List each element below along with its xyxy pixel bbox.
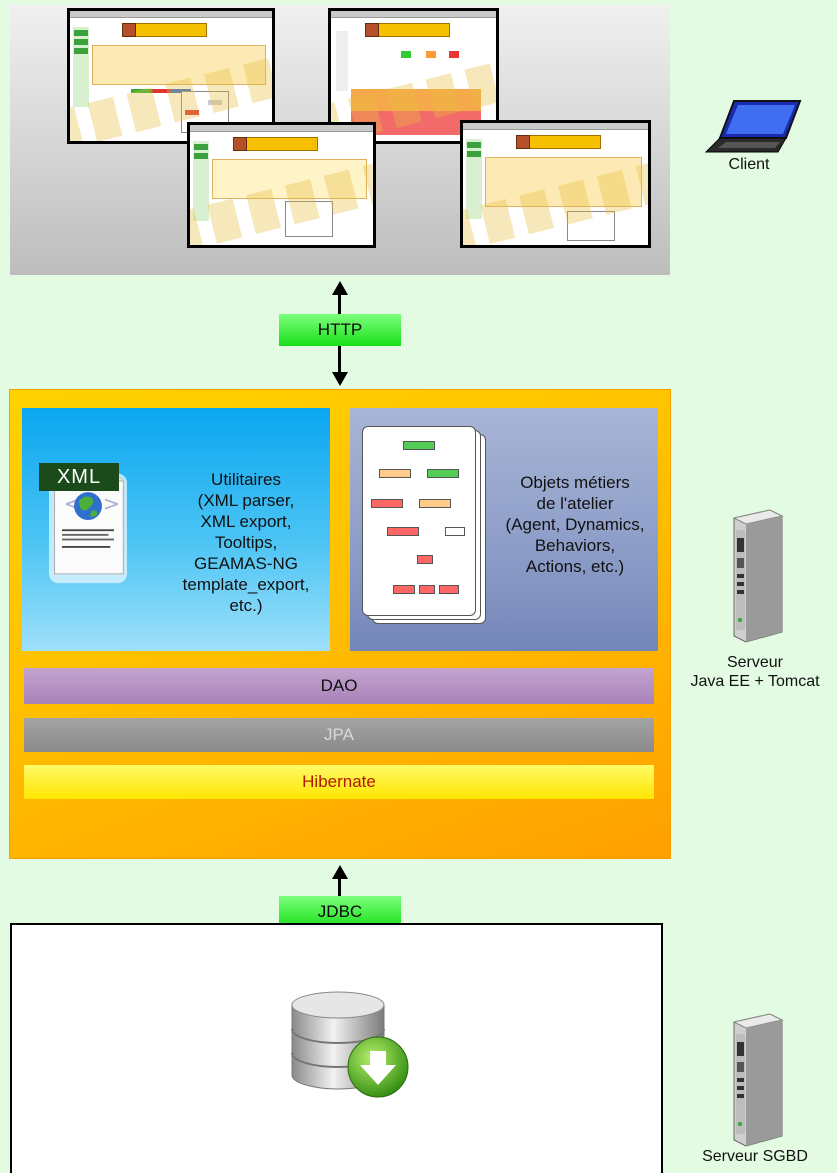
server-tower-icon <box>732 509 784 643</box>
business-objects-box: Objets métiers de l'atelier (Agent, Dyna… <box>350 408 658 651</box>
utilities-line: etc.) <box>229 596 263 615</box>
utilities-box: < > XML Utilitaires (XML parser, XML exp… <box>22 408 330 651</box>
utilities-line: (XML parser, <box>197 491 295 510</box>
app-server-label-line1: Serveur <box>726 654 784 671</box>
db-server-label: Serveur SGBD <box>702 1148 808 1165</box>
utilities-line: template_export, <box>182 575 310 594</box>
app-server-label-line2: Java EE + Tomcat <box>690 673 820 690</box>
client-screenshot-3 <box>187 122 376 248</box>
arrow-up-jdbc <box>332 865 348 879</box>
business-line: Objets métiers <box>520 473 630 492</box>
database-download-icon <box>291 991 409 1098</box>
business-line: Actions, etc.) <box>525 557 625 576</box>
dao-layer: DAO <box>24 668 654 704</box>
business-line: Behaviors, <box>534 536 616 555</box>
model-diagram-icon <box>362 426 488 626</box>
client-screenshot-1 <box>67 8 275 144</box>
jpa-layer: JPA <box>24 718 654 752</box>
jdbc-badge: JDBC <box>279 896 401 928</box>
svg-text:>: > <box>103 492 120 516</box>
client-screenshot-4 <box>460 120 651 248</box>
utilities-text: Utilitaires (XML parser, XML export, Too… <box>162 469 330 616</box>
utilities-line: Utilitaires <box>211 470 281 489</box>
utilities-line: GEAMAS-NG <box>194 554 298 573</box>
business-line: de l'atelier <box>536 494 614 513</box>
laptop-icon <box>704 100 802 153</box>
client-tier-panel <box>10 5 670 275</box>
business-line: (Agent, Dynamics, <box>505 515 645 534</box>
db-tier-panel <box>10 923 663 1173</box>
utilities-line: XML export, <box>200 512 292 531</box>
arrow-up-http <box>332 281 348 295</box>
arrow-down-http <box>332 372 348 386</box>
client-label: Client <box>728 156 770 173</box>
db-server-tower-icon <box>732 1013 784 1147</box>
xml-document-icon: < > <box>49 463 127 584</box>
business-objects-text: Objets métiers de l'atelier (Agent, Dyna… <box>490 472 660 577</box>
http-badge: HTTP <box>279 314 401 346</box>
hibernate-layer: Hibernate <box>24 765 654 799</box>
utilities-line: Tooltips, <box>214 533 278 552</box>
xml-badge: XML <box>39 463 119 491</box>
